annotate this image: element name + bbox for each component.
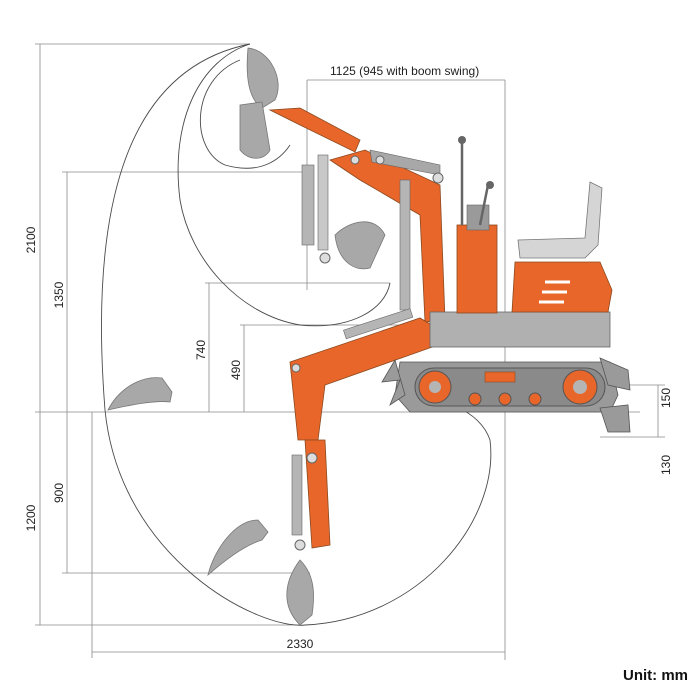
dim-dig-depth-vertical: 900 [52,483,66,503]
bucket-top-dump [239,101,271,159]
dim-height-dump: 1350 [52,281,66,308]
upper-dipper [268,107,361,153]
upper-boom-cylinder [399,179,411,311]
lower-boom-cylinder [343,308,414,340]
rear-blade [381,358,406,407]
dim-dig-depth-total: 1200 [24,504,38,531]
dim-height-490: 490 [229,360,243,380]
bucket-mid [334,221,386,270]
turret-base [429,311,611,348]
dim-blade-lower: 130 [659,455,673,475]
engine-cover [511,261,613,313]
ghost-buckets [107,47,386,626]
dim-height-740: 740 [194,340,208,360]
dim-blade-raise: 150 [659,388,673,408]
upper-cylinder-2 [317,154,329,251]
lower-boom [289,317,441,441]
upper-boom-assembly [268,107,446,323]
dozer-blade-lower [599,404,631,433]
dimension-lines [35,43,665,660]
working-range-arcs [101,43,492,626]
dim-height-total: 2100 [24,226,38,253]
upper-cylinder [301,164,315,246]
seat [517,181,603,259]
control-tower [456,224,498,314]
dimension-labels: 1125 (945 with boom swing) 2100 1350 740… [24,64,673,651]
dozer-blade-front [599,357,631,391]
excavator-body [381,136,631,433]
dim-top-reach: 1125 (945 with boom swing) [330,64,479,78]
lower-boom-assembly [289,308,441,551]
lower-dipper [304,439,331,549]
track-body [414,367,606,407]
bucket-left [107,377,173,411]
bucket-low-left [207,519,269,577]
dim-reach-total: 2330 [287,637,314,651]
unit-label: Unit: mm [623,667,688,684]
lower-cylinder [291,454,303,536]
bucket-top [246,47,279,109]
bucket-bottom [286,559,314,626]
